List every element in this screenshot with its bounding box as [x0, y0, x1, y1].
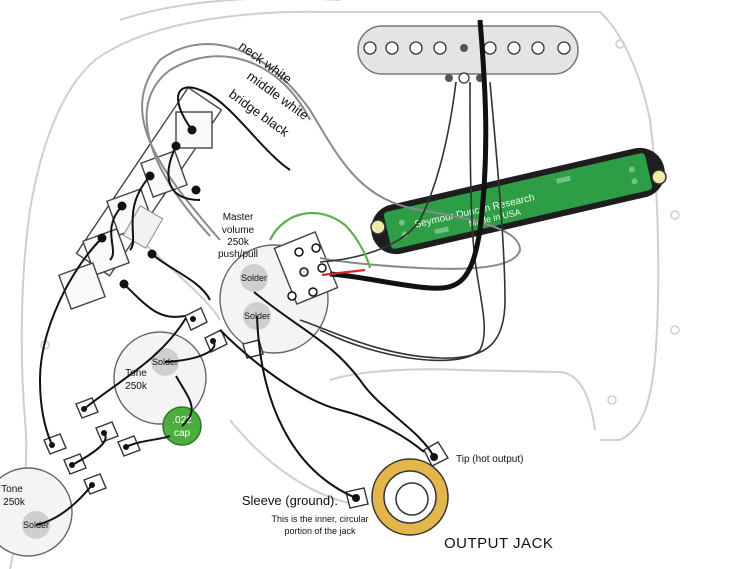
- white-hot-wires: [299, 81, 506, 362]
- tone2-label-line1: Tone: [1, 484, 23, 495]
- cap-value: .022: [172, 415, 192, 426]
- master-solder-top: Solder: [241, 273, 267, 283]
- label-sleeve-line3: portion of the jack: [284, 526, 356, 536]
- master-label-line3: 250k: [227, 237, 250, 248]
- red-hot-wire: [321, 268, 366, 277]
- label-tip-hot-output: Tip (hot output): [456, 454, 523, 465]
- gray-wires: [141, 43, 522, 270]
- single-coil-pickup: [357, 25, 579, 84]
- label-sleeve-ground: Sleeve (ground).: [242, 493, 338, 508]
- tone1-label-line1: Tone: [125, 368, 147, 379]
- black-circuit-wires: [35, 86, 435, 526]
- label-sleeve-line2: This is the inner, circular: [271, 514, 368, 524]
- black-bridge-wire: [329, 19, 489, 291]
- master-label-line2: volume: [222, 225, 255, 236]
- label-output-jack: OUTPUT JACK: [444, 535, 553, 552]
- tone-pot-2: Tone 250k Solder: [0, 433, 107, 557]
- five-way-switch: [58, 86, 223, 310]
- cap-label: cap: [174, 428, 191, 439]
- tone-pot-1: Tone 250k Solder: [75, 331, 207, 457]
- master-label-line4: push/pull: [218, 249, 258, 260]
- master-label-line1: Master: [223, 212, 254, 223]
- tone1-label-line2: 250k: [125, 381, 148, 392]
- tone2-label-line2: 250k: [3, 497, 26, 508]
- output-jack: [345, 441, 450, 536]
- green-ground-wire: [269, 211, 372, 269]
